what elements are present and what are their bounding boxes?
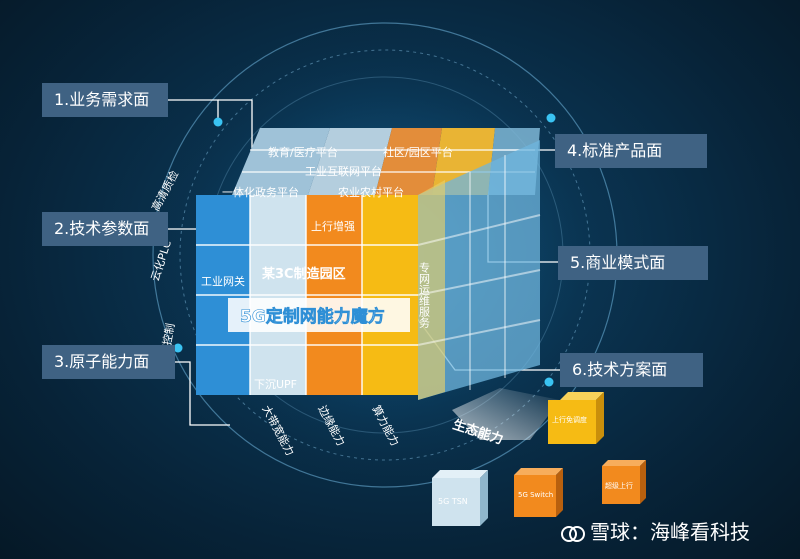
- ecosystem-block-lightblue: 5G TSN: [432, 470, 488, 526]
- cube-front-face: [196, 140, 541, 400]
- node-dot-2: [546, 113, 556, 123]
- ecosystem-beam: [452, 388, 560, 440]
- face-label-6: 6.技术方案面: [560, 353, 703, 387]
- watermark-text: 雪球：海峰看科技: [590, 520, 750, 544]
- platform-label: 社区/园区平台: [383, 145, 453, 159]
- block-label: 上行免调度: [552, 415, 587, 424]
- face-label-1: 1.业务需求面: [42, 83, 168, 117]
- watermark: 雪球：海峰看科技: [560, 516, 750, 545]
- face-label-4: 4.标准产品面: [555, 134, 707, 168]
- block-label: 5G Switch: [518, 491, 553, 499]
- block-label: 超级上行: [605, 481, 633, 490]
- face-label-3: 3.原子能力面: [42, 345, 175, 379]
- platform-label: 工业互联网平台: [305, 164, 382, 178]
- node-dot-4: [173, 343, 183, 353]
- ecosystem-block-orange-small: 超级上行: [602, 460, 646, 504]
- face-label-2: 2.技术参数面: [42, 212, 168, 246]
- column-side-translucent: [418, 140, 540, 400]
- platform-label: 农业农村平台: [338, 185, 404, 199]
- diagram-title: 5G定制网能力魔方: [240, 306, 385, 327]
- vertical-service-label: 专网运维服务: [418, 261, 431, 328]
- snowball-logo-icon: [561, 525, 585, 542]
- title-banner: [228, 298, 410, 332]
- connector-f3: [175, 361, 230, 426]
- face-label-5: 5.商业模式面: [558, 246, 708, 280]
- node-dot-3: [544, 377, 554, 387]
- cell-label-uplink: 上行增强: [311, 219, 355, 233]
- platform-label: 教育/医疗平台: [268, 145, 338, 159]
- park-label: 某3C制造园区: [261, 266, 346, 282]
- platform-label: 一体化政务平台: [222, 185, 299, 199]
- cell-label-upf: 下沉UPF: [254, 378, 297, 391]
- block-label: 5G TSN: [438, 497, 468, 506]
- cell-label-gateway: 工业网关: [201, 274, 245, 288]
- node-dot-1: [213, 117, 223, 127]
- ecosystem-block-yellow: 上行免调度: [548, 392, 604, 444]
- ecosystem-block-orange: 5G Switch: [514, 468, 563, 517]
